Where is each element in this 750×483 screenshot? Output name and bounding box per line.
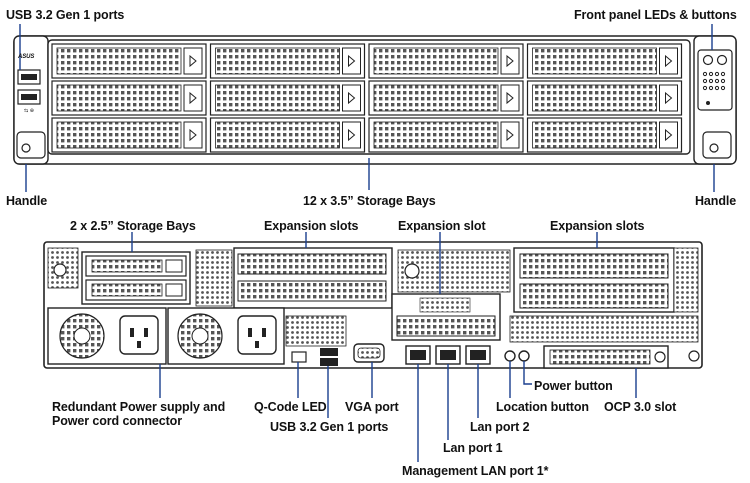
location-button[interactable] (504, 350, 516, 362)
front-drive-tray-12[interactable] (526, 117, 683, 153)
front-drive-tray-8[interactable] (526, 80, 683, 116)
front-drive-tray-3[interactable] (368, 43, 524, 79)
rear-expansion-slots-right-label: Expansion slots (550, 219, 645, 233)
mgmt-lan-label: Management LAN port 1* (402, 464, 549, 478)
power-button[interactable] (518, 350, 530, 362)
front-bays-label: 12 x 3.5” Storage Bays (303, 194, 436, 208)
front-drive-tray-1[interactable] (51, 43, 207, 79)
rear-vent-mid-left (195, 249, 233, 307)
svg-text:⇆ ⊕: ⇆ ⊕ (24, 108, 34, 114)
rear-power-supply-2[interactable] (167, 307, 285, 365)
front-panel-led-buttons[interactable] (697, 49, 733, 111)
rear-storage-bays[interactable] (81, 251, 191, 305)
rear-power-supply-1[interactable] (47, 307, 167, 365)
front-drive-tray-7[interactable] (368, 80, 524, 116)
location-button-label: Location button (496, 400, 589, 414)
ocp-slot[interactable] (543, 345, 669, 369)
lan1-label: Lan port 1 (443, 441, 503, 455)
front-drive-tray-5[interactable] (51, 80, 207, 116)
rear-expansion-slots-right[interactable] (513, 247, 699, 313)
front-usb-label: USB 3.2 Gen 1 ports (6, 8, 125, 22)
psu-label-line-2: Power cord connector (52, 414, 182, 428)
front-drive-tray-9[interactable] (51, 117, 207, 153)
power-button-label: Power button (534, 379, 613, 393)
front-leds-label: Front panel LEDs & buttons (574, 8, 737, 22)
rear-vent-right-lower (509, 315, 699, 343)
front-drive-tray-6[interactable] (209, 80, 366, 116)
lan-port-2[interactable] (465, 345, 491, 365)
rear-usb-label: USB 3.2 Gen 1 ports (270, 420, 389, 434)
qcode-led (291, 351, 307, 363)
ocp-label: OCP 3.0 slot (604, 400, 677, 414)
front-usb-ports[interactable]: ⇆ ⊕ (17, 69, 41, 114)
rear-bays-label: 2 x 2.5” Storage Bays (70, 219, 196, 233)
front-left-handle[interactable] (16, 131, 46, 159)
asus-logo: ASUS (18, 54, 35, 60)
rear-expansion-slots-left[interactable] (233, 247, 393, 309)
front-drive-tray-11[interactable] (368, 117, 524, 153)
rear-expansion-slot-mid-label: Expansion slot (398, 219, 486, 233)
front-storage-bays (51, 43, 683, 153)
rear-expansion-slot-mid[interactable] (391, 293, 501, 341)
front-drive-tray-4[interactable] (526, 43, 683, 79)
rear-usb-ports[interactable] (320, 348, 338, 366)
front-right-handle[interactable] (702, 131, 732, 159)
front-drive-tray-2[interactable] (209, 43, 366, 79)
front-leader-lines (19, 24, 715, 192)
management-lan-port[interactable] (405, 345, 431, 365)
rear-expansion-slots-left-label: Expansion slots (264, 219, 359, 233)
front-handle-right-label: Handle (695, 194, 737, 208)
vga-port[interactable] (353, 343, 385, 363)
front-handle-left-label: Handle (6, 194, 48, 208)
vga-label: VGA port (345, 400, 399, 414)
lan2-label: Lan port 2 (470, 420, 530, 434)
rear-leader-lines (131, 232, 637, 462)
rear-vent-io (285, 315, 347, 347)
front-drive-tray-10[interactable] (209, 117, 366, 153)
psu-label-line-1: Redundant Power supply and (52, 400, 226, 414)
lan-port-1[interactable] (435, 345, 461, 365)
qcode-label: Q-Code LED (254, 400, 327, 414)
